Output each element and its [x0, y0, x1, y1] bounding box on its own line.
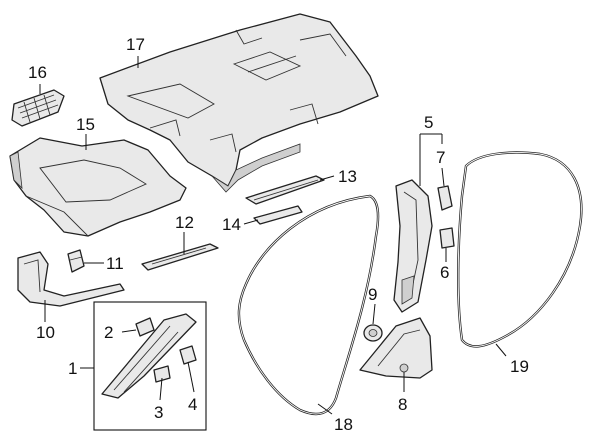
- callout-7: 7: [436, 148, 445, 167]
- callout-3: 3: [154, 403, 163, 422]
- callout-1: 1: [68, 359, 77, 378]
- callout-16: 16: [28, 63, 47, 82]
- part-7-clip: [437, 185, 453, 211]
- callout-12: 12: [175, 213, 194, 232]
- callout-6: 6: [440, 263, 449, 282]
- part-10-lower-trim: [17, 251, 125, 307]
- callout-15: 15: [76, 115, 95, 134]
- callout-18: 18: [334, 415, 353, 434]
- callout-9: 9: [368, 285, 377, 304]
- callout-10: 10: [36, 323, 55, 342]
- part-14-sill-trim: [253, 205, 303, 225]
- part-5-pillar-trim: [393, 179, 433, 313]
- callout-14: 14: [222, 215, 241, 234]
- part-2-clip: [135, 317, 155, 337]
- part-8-lower-pillar-trim: [359, 317, 433, 379]
- callout-19: 19: [510, 357, 529, 376]
- callout-13: 13: [338, 167, 357, 186]
- part-12-scuff-plate: [141, 243, 219, 271]
- callout-17: 17: [126, 35, 145, 54]
- part-15-rear-carpet: [9, 137, 187, 237]
- part-1-group-box: [93, 301, 207, 431]
- callout-8: 8: [398, 395, 407, 414]
- part-19-rear-door-seal: [457, 151, 583, 348]
- callout-5: 5: [424, 113, 433, 132]
- part-17-floor-carpet: [99, 13, 379, 193]
- part-1-pillar-trim: [101, 313, 197, 399]
- part-16-mat: [11, 89, 65, 127]
- leader-lines: [39, 56, 507, 415]
- part-11-clip: [67, 249, 85, 273]
- callout-2: 2: [104, 323, 113, 342]
- callout-4: 4: [188, 395, 197, 414]
- part-4-clip: [179, 345, 197, 365]
- part-9-grommet: [363, 324, 383, 342]
- callout-11: 11: [106, 254, 124, 273]
- part-6-clip: [439, 227, 455, 249]
- part-18-front-door-seal: [237, 194, 380, 416]
- part-13-sill-plate: [245, 175, 325, 205]
- part-3-clip: [153, 365, 171, 383]
